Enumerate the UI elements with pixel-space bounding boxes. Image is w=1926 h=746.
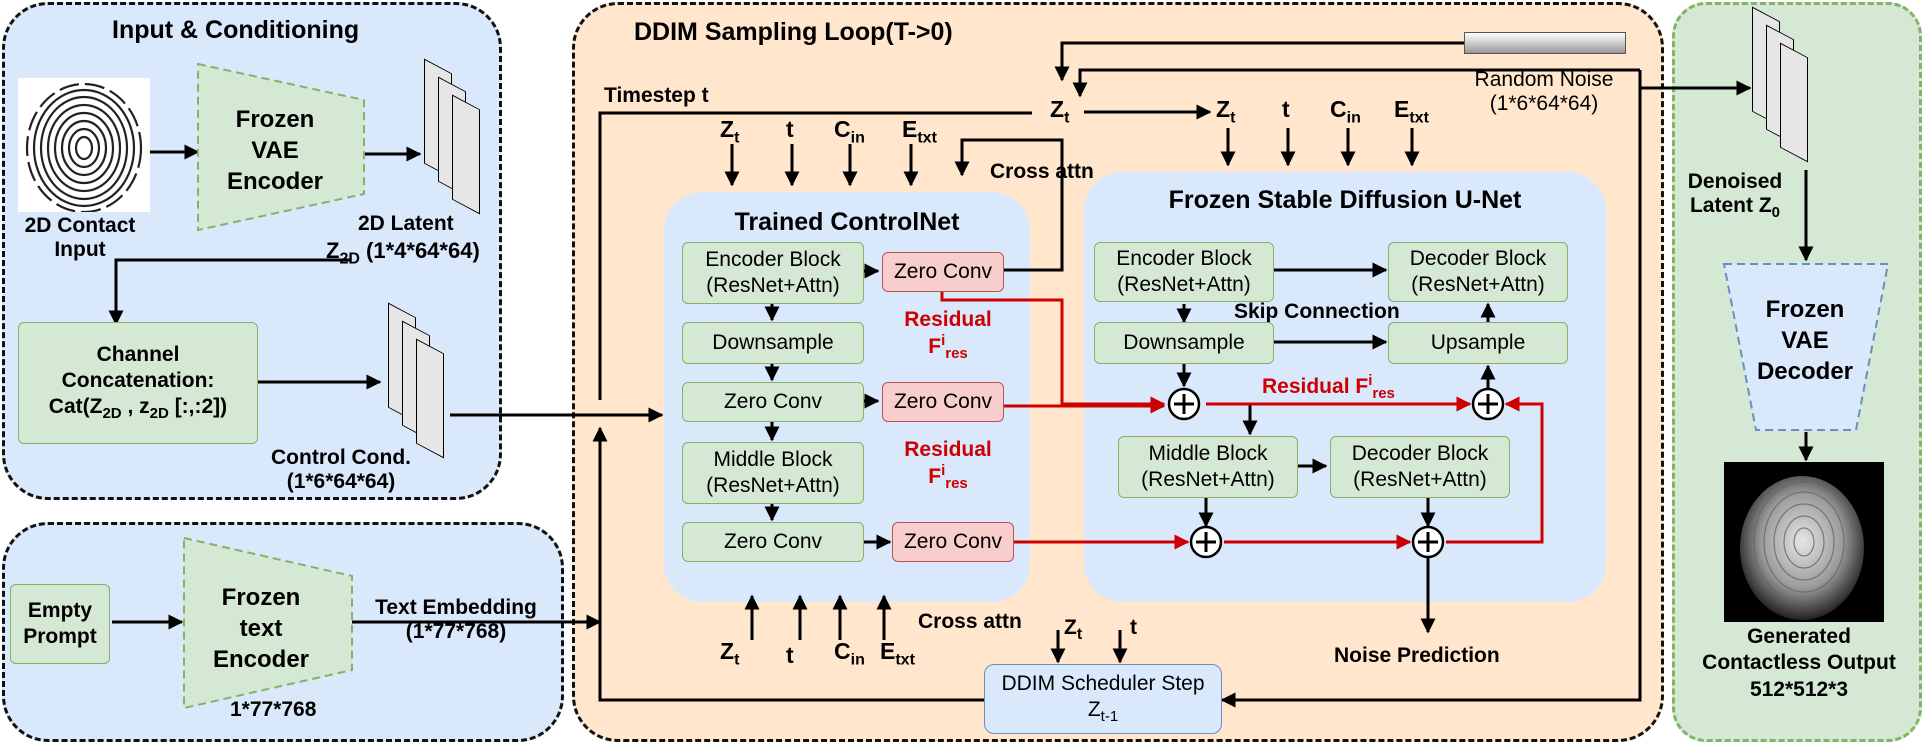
unet-downsample: Downsample <box>1094 322 1274 364</box>
scheduler-t-input: t <box>1130 616 1137 639</box>
denoised-latent-label: Denoised Latent Z0 <box>1687 170 1783 222</box>
latent-size-label: Z2D (1*4*64*64) <box>326 238 480 268</box>
unet-title: Frozen Stable Diffusion U-Net <box>1168 186 1522 214</box>
z-t-input: Zt <box>720 638 740 669</box>
cross-attn-bottom-label: Cross attn <box>918 610 1022 633</box>
ddim-panel-title: DDIM Sampling Loop(T->0) <box>634 18 953 46</box>
vae-encoder-trapezoid <box>197 62 365 232</box>
vae-decoder-trapezoid <box>1722 263 1890 431</box>
unet-decoder-block: Decoder Block (ResNet+Attn) <box>1388 242 1568 302</box>
random-noise-bar <box>1464 32 1626 54</box>
text-embedding-label: Text Embedding (1*77*768) <box>375 596 537 644</box>
controlnet-middle-block: Middle Block (ResNet+Attn) <box>682 442 864 504</box>
scheduler-z-t-input: Zt <box>1064 616 1083 644</box>
generated-output-image <box>1724 462 1884 622</box>
latent-slice <box>452 94 480 215</box>
unet-decoder-block-2: Decoder Block (ResNet+Attn) <box>1330 436 1510 498</box>
z-t-input: Zt <box>720 116 740 147</box>
unet-encoder-block: Encoder Block (ResNet+Attn) <box>1094 242 1274 302</box>
random-noise-label: Random Noise (1*6*64*64) <box>1474 68 1614 116</box>
controlnet-encoder-block: Encoder Block (ResNet+Attn) <box>682 242 864 304</box>
noise-prediction-label: Noise Prediction <box>1334 644 1500 667</box>
text-encoder-trapezoid <box>183 536 353 710</box>
unet-residual-label: Residual Fires <box>1262 372 1395 403</box>
c-in-input: Cin <box>834 638 865 669</box>
c-in-input: Cin <box>834 116 865 147</box>
controlnet-zero-conv: Zero Conv <box>682 382 864 422</box>
c-in-input: Cin <box>1330 96 1361 127</box>
t-input: t <box>786 642 794 668</box>
z-t-center: Zt <box>1050 96 1070 127</box>
controlnet-downsample: Downsample <box>682 322 864 364</box>
e-txt-input: Etxt <box>880 638 915 669</box>
zero-conv-red: Zero Conv <box>882 382 1004 422</box>
skip-connection-label: Skip Connection <box>1234 300 1400 323</box>
denoised-latent-slice <box>1780 42 1808 163</box>
residual-label: Residual Fires <box>904 308 992 363</box>
unet-upsample: Upsample <box>1388 322 1568 364</box>
fingerprint-image <box>18 78 150 212</box>
control-cond-slice <box>416 338 444 459</box>
t-input: t <box>786 116 794 142</box>
z-t-input: Zt <box>1216 96 1236 127</box>
controlnet-title: Trained ControlNet <box>734 208 960 236</box>
e-txt-input: Etxt <box>902 116 937 147</box>
zero-conv-red: Zero Conv <box>882 252 1004 292</box>
contact-input-label: 2D Contact Input <box>24 214 136 262</box>
unet-middle-block: Middle Block (ResNet+Attn) <box>1118 436 1298 498</box>
controlnet-zero-conv: Zero Conv <box>682 522 864 562</box>
zero-conv-red: Zero Conv <box>892 522 1014 562</box>
text-encoder-size: 1*77*768 <box>230 698 317 721</box>
latent-label: 2D Latent <box>358 212 454 235</box>
ddim-scheduler-step-box: DDIM Scheduler Step Zt-1 <box>984 664 1222 734</box>
e-txt-input: Etxt <box>1394 96 1429 127</box>
generated-output-label: Generated Contactless Output 512*512*3 <box>1702 625 1896 701</box>
vae-encoder-label: Frozen VAE Encoder <box>226 106 324 196</box>
text-encoder-label: Frozen text Encoder <box>212 584 310 674</box>
vae-decoder-label: Frozen VAE Decoder <box>1756 296 1854 386</box>
empty-prompt-box: Empty Prompt <box>10 584 110 664</box>
residual-label: Residual Fires <box>904 438 992 493</box>
timestep-label: Timestep t <box>604 84 709 107</box>
channel-concatenation-box: Channel Concatenation: Cat(Z2D , z2D [:,… <box>18 322 258 444</box>
input-panel-title: Input & Conditioning <box>112 16 360 44</box>
cross-attn-label: Cross attn <box>990 160 1094 183</box>
control-cond-label: Control Cond. (1*6*64*64) <box>271 446 411 494</box>
t-input: t <box>1282 96 1290 122</box>
